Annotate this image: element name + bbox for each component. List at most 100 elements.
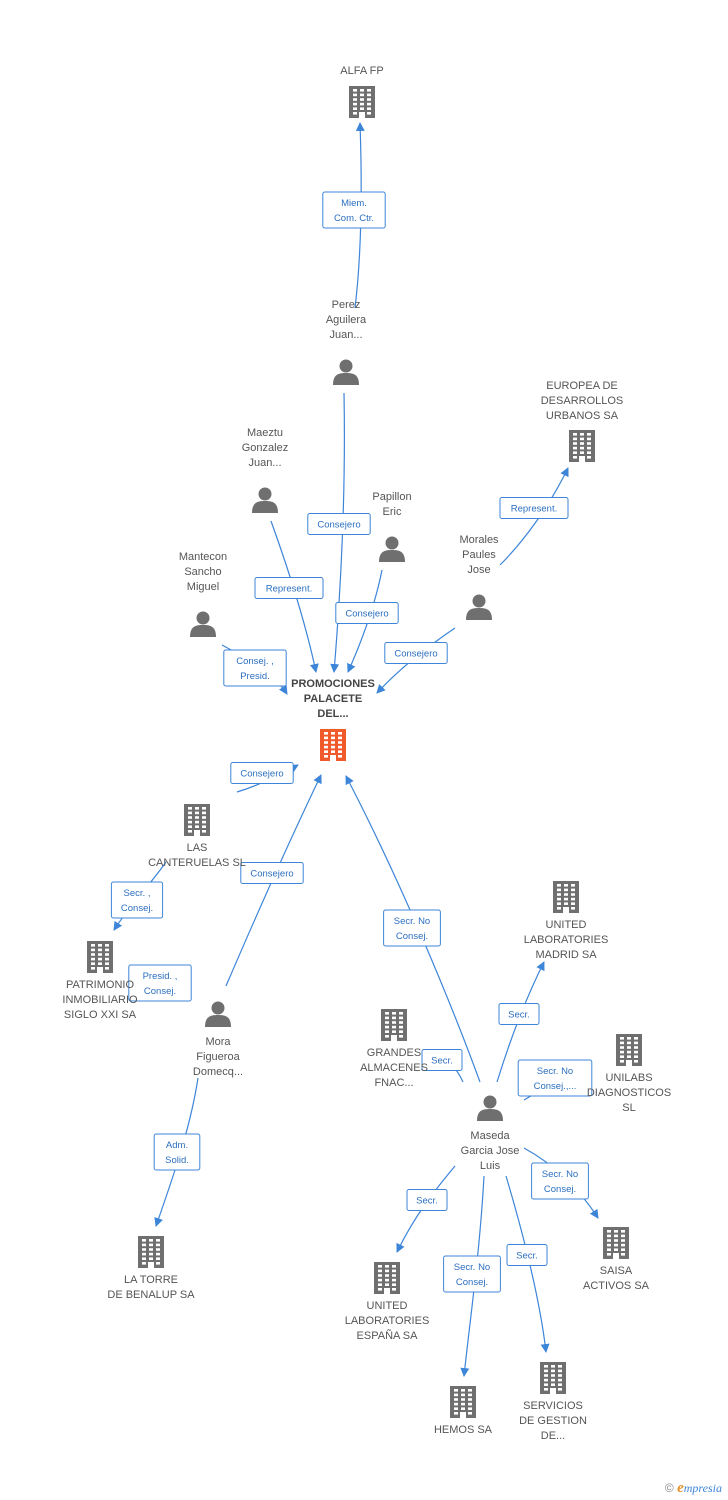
edge-label-maseda-to-grandes[interactable]: Secr. (421, 1049, 463, 1071)
node-label: Papillon (372, 491, 411, 503)
node-mora[interactable]: MoraFigueroaDomecq... (193, 1001, 243, 1079)
edge-label-text: Consejero (240, 769, 283, 780)
edge-label-text: Represent. (511, 504, 557, 515)
brand-name: mpresia (683, 1481, 722, 1495)
node-maeztu[interactable]: MaeztuGonzalezJuan... (242, 427, 288, 513)
node-label: Perez (332, 299, 361, 311)
edge-label-perez-to-center[interactable]: Consejero (307, 513, 371, 535)
edge-label-box (335, 602, 399, 624)
node-perez[interactable]: PerezAguileraJuan... (326, 299, 367, 385)
person-icon (333, 359, 359, 385)
node-alfa[interactable]: ALFA FP (340, 65, 384, 118)
edge-label-maseda-to-ulmadrid[interactable]: Secr. (498, 1003, 540, 1025)
edge-label-mora-to-torre[interactable]: Adm. Solid. (153, 1133, 201, 1171)
edge-label-box (322, 191, 386, 229)
person-icon (477, 1095, 503, 1121)
edge-label-morales-to-center[interactable]: Consejero (384, 642, 448, 664)
edge-label-mora-to-patrimonio[interactable]: Presid. ,Consej. (128, 964, 192, 1002)
empresia-watermark: © empresia (665, 1480, 722, 1497)
node-label: DE GESTION (519, 1415, 587, 1427)
edge-label-maseda-to-servicios[interactable]: Secr. (506, 1244, 548, 1266)
node-label: UNITED (546, 919, 587, 931)
node-label: Paules (462, 549, 496, 561)
node-label: DIAGNOSTICOS (587, 1087, 671, 1099)
edge-label-text: Secr. (431, 1056, 453, 1067)
building-icon (374, 1262, 400, 1294)
node-label: UNILABS (605, 1072, 652, 1084)
edge-label-papillon-to-center[interactable]: Consejero (335, 602, 399, 624)
edge-label-canteruelas-to-patrimonio[interactable]: Secr. ,Consej. (110, 881, 164, 919)
building-icon (603, 1227, 629, 1259)
node-label: SERVICIOS (523, 1400, 583, 1412)
node-label: ALMACENES (360, 1062, 428, 1074)
edge-label-maseda-to-unilabs[interactable]: Secr. No Consej.,... (517, 1059, 593, 1097)
edge-label-perez-to-alfa[interactable]: Miem. Com. Ctr. (322, 191, 386, 229)
edge-label-text: Consej. , (236, 656, 274, 667)
edge-perez-to-center (330, 392, 345, 673)
node-label: PALACETE (304, 693, 362, 705)
node-servicios[interactable]: SERVICIOS DE GESTION DE... (519, 1362, 587, 1442)
edge-label-morales-to-europea[interactable]: Represent. (499, 497, 569, 519)
building-icon (616, 1034, 642, 1066)
node-center[interactable]: PROMOCIONESPALACETEDEL... (291, 678, 375, 761)
node-label: Juan... (329, 329, 362, 341)
edge-label-box (421, 1049, 463, 1071)
brand-initial: e (677, 1480, 684, 1496)
edge-label-text: Miem. (341, 198, 367, 209)
edge-label-maseda-to-ulespana[interactable]: Secr. (406, 1189, 448, 1211)
edge-label-text: Adm. (166, 1140, 188, 1151)
edge-label-box (517, 1059, 593, 1097)
node-label: EUROPEA DE (546, 380, 618, 392)
edge-label-box (223, 649, 287, 687)
edge-label-text: Secr. No (537, 1066, 573, 1077)
edge-label-box (384, 642, 448, 664)
node-label: DEL... (317, 708, 348, 720)
building-icon (138, 1236, 164, 1268)
edge-label-text: Com. Ctr. (334, 213, 374, 224)
edge-label-text: Consej. (544, 1184, 576, 1195)
node-hemos[interactable]: HEMOS SA (434, 1386, 493, 1436)
edge-label-box (531, 1162, 589, 1200)
node-torre[interactable]: LA TORRE DE BENALUP SA (107, 1236, 195, 1301)
edge-label-maeztu-to-center[interactable]: Represent. (254, 577, 324, 599)
node-label: Maeztu (247, 427, 283, 439)
edge-label-mora-to-center[interactable]: Consejero (240, 862, 304, 884)
edge-label-canteruelas-to-center[interactable]: Consejero (230, 762, 294, 784)
node-grandes[interactable]: GRANDESALMACENESFNAC... (360, 1009, 428, 1089)
edge-label-text: Solid. (165, 1155, 189, 1166)
person-icon (379, 536, 405, 562)
edge-maseda-to-servicios (505, 1175, 550, 1353)
edge-label-text: Secr. (416, 1196, 438, 1207)
edge-label-text: Secr. (516, 1251, 538, 1262)
person-icon (205, 1001, 231, 1027)
node-label: DE... (541, 1430, 565, 1442)
edge-label-mantecon-to-center[interactable]: Consej. , Presid. (223, 649, 287, 687)
edge-label-text: Consejero (394, 649, 437, 660)
node-label: FNAC... (374, 1077, 413, 1089)
node-label: DE BENALUP SA (107, 1289, 195, 1301)
node-label: LA TORRE (124, 1274, 178, 1286)
edge-label-text: Secr. No (454, 1262, 490, 1273)
building-icon (540, 1362, 566, 1394)
edge-label-text: Consej.,... (534, 1081, 577, 1092)
node-label: CANTERUELAS SL (148, 857, 246, 869)
building-icon (381, 1009, 407, 1041)
edge-label-text: Represent. (266, 584, 312, 595)
node-label: HEMOS SA (434, 1424, 493, 1436)
edge-label-box (110, 881, 164, 919)
edge-label-text: Presid. (240, 671, 270, 682)
